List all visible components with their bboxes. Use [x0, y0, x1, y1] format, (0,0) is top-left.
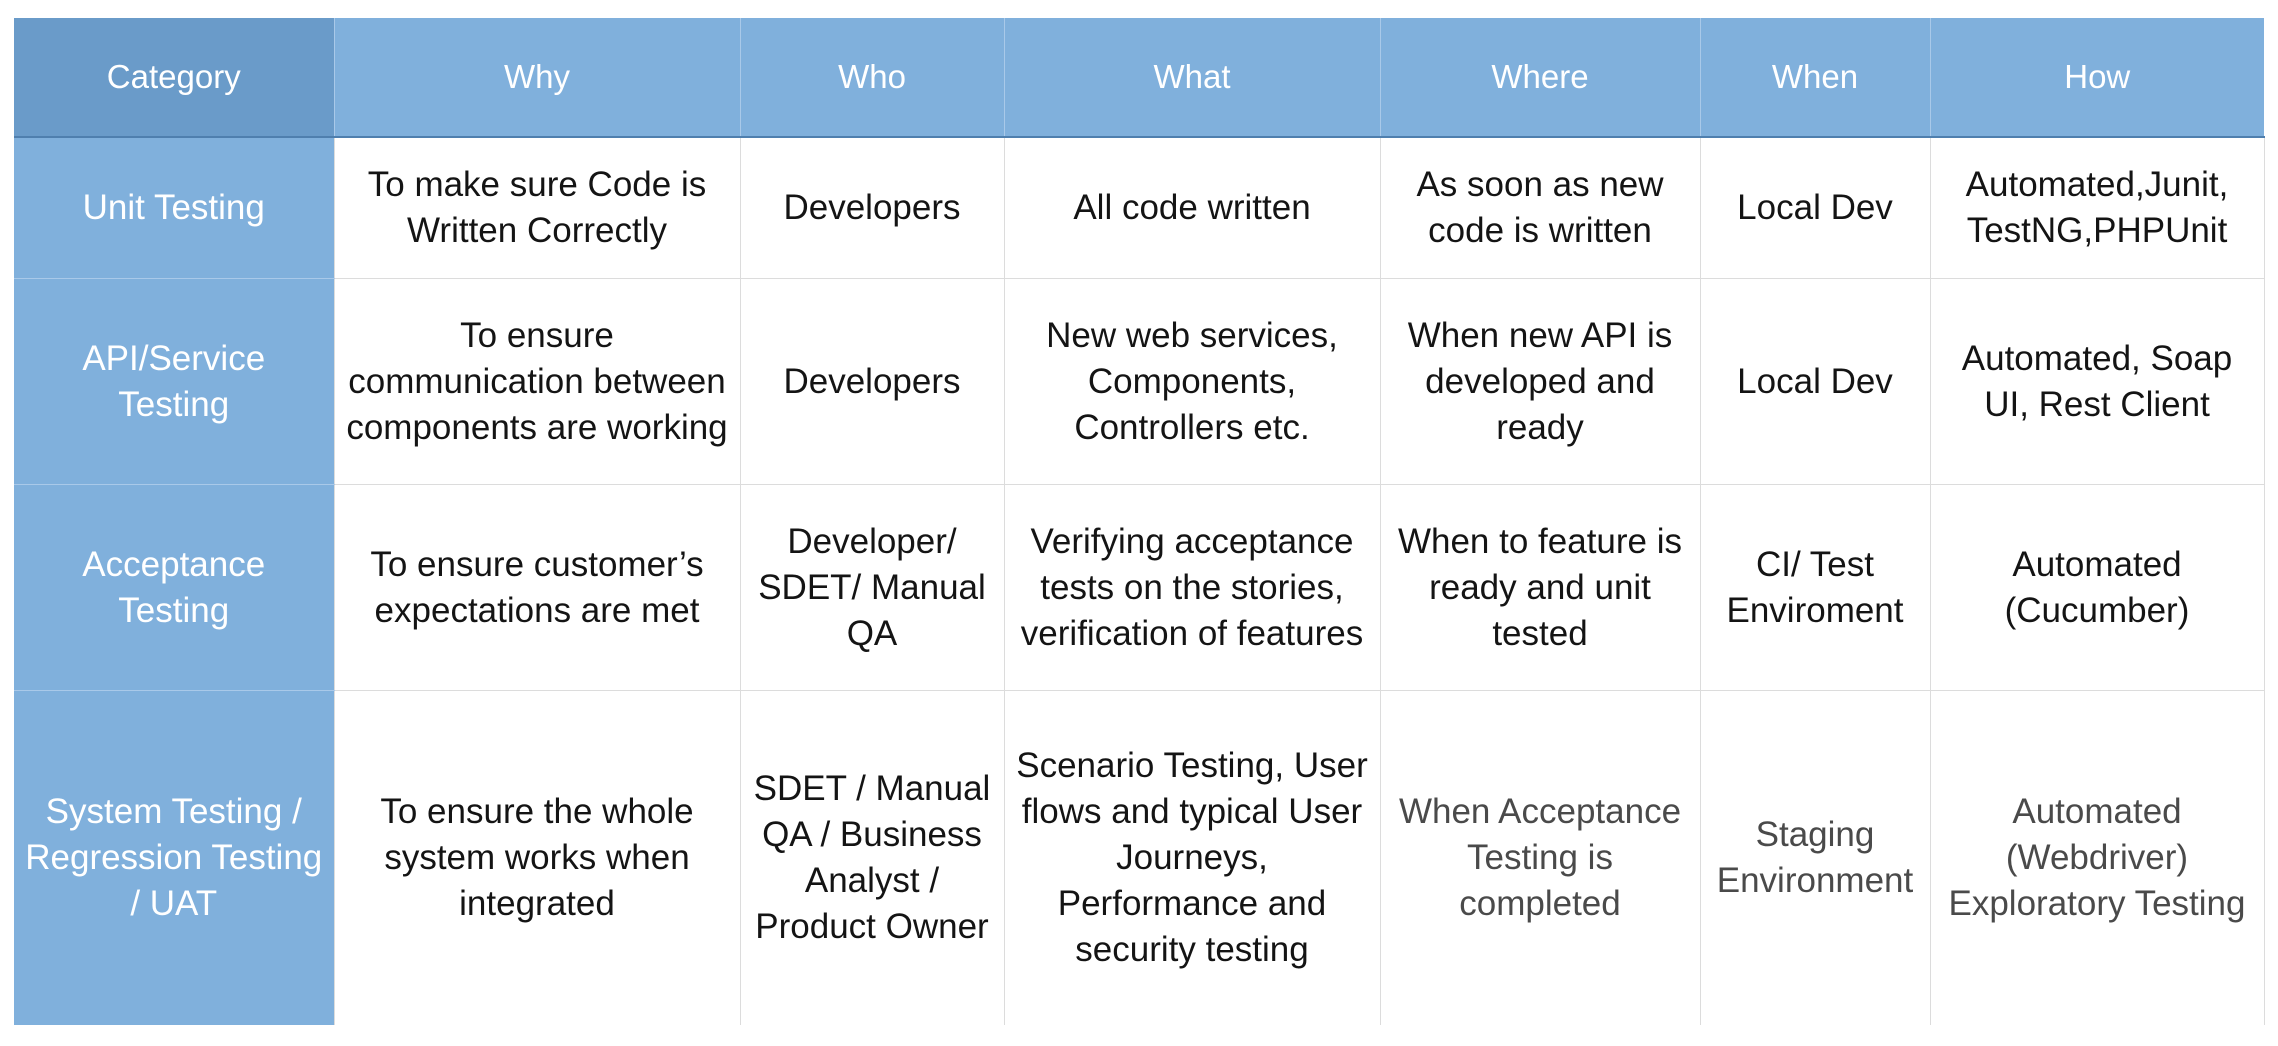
header-what: What: [1003, 18, 1380, 138]
who-cell: Developers: [739, 137, 1004, 279]
testing-table: Category Why Who What Where When How Uni…: [14, 18, 2265, 1025]
when-cell: Local Dev: [1699, 278, 1930, 485]
header-category: Category: [14, 18, 334, 138]
where-cell: When new API is developed and ready: [1379, 278, 1700, 485]
testing-matrix: Category Why Who What Where When How Uni…: [14, 18, 2265, 1025]
how-cell: Automated (Cucumber): [1929, 484, 2265, 691]
header-row: Category Why Who What Where When How: [14, 18, 2264, 138]
header-who: Who: [739, 18, 1004, 138]
category-cell: Acceptance Testing: [14, 484, 334, 691]
table-row: Unit Testing To make sure Code is Writte…: [14, 137, 2265, 279]
table-row: Acceptance Testing To ensure customer’s …: [14, 484, 2265, 691]
why-cell: To ensure customer’s expectations are me…: [333, 484, 740, 691]
what-cell: Scenario Testing, User flows and typical…: [1003, 690, 1380, 1025]
who-cell: Developer/ SDET/ Manual QA: [739, 484, 1004, 691]
where-cell: When Acceptance Testing is completed: [1379, 690, 1700, 1025]
who-cell: SDET / Manual QA / Business Analyst / Pr…: [739, 690, 1004, 1025]
header-when: When: [1699, 18, 1930, 138]
table-row: API/Service Testing To ensure communicat…: [14, 278, 2265, 485]
category-cell: Unit Testing: [14, 137, 334, 279]
header-where: Where: [1379, 18, 1700, 138]
who-cell: Developers: [739, 278, 1004, 485]
where-cell: When to feature is ready and unit tested: [1379, 484, 1700, 691]
how-cell: Automated (Webdriver) Exploratory Testin…: [1929, 690, 2265, 1025]
how-cell: Automated, Soap UI, Rest Client: [1929, 278, 2265, 485]
why-cell: To ensure communication between componen…: [333, 278, 740, 485]
category-cell: API/Service Testing: [14, 278, 334, 485]
why-cell: To ensure the whole system works when in…: [333, 690, 740, 1025]
why-cell: To make sure Code is Written Correctly: [333, 137, 740, 279]
table-row: System Testing / Regression Testing / UA…: [14, 690, 2265, 1025]
what-cell: All code written: [1003, 137, 1380, 279]
header-how: How: [1929, 18, 2264, 138]
header-why: Why: [333, 18, 740, 138]
category-cell: System Testing / Regression Testing / UA…: [14, 690, 334, 1025]
how-cell: Automated,Junit, TestNG,PHPUnit: [1929, 137, 2265, 279]
when-cell: CI/ Test Enviroment: [1699, 484, 1930, 691]
what-cell: Verifying acceptance tests on the storie…: [1003, 484, 1380, 691]
where-cell: As soon as new code is written: [1379, 137, 1700, 279]
when-cell: Staging Environment: [1699, 690, 1930, 1025]
what-cell: New web services, Components, Controller…: [1003, 278, 1380, 485]
when-cell: Local Dev: [1699, 137, 1930, 279]
